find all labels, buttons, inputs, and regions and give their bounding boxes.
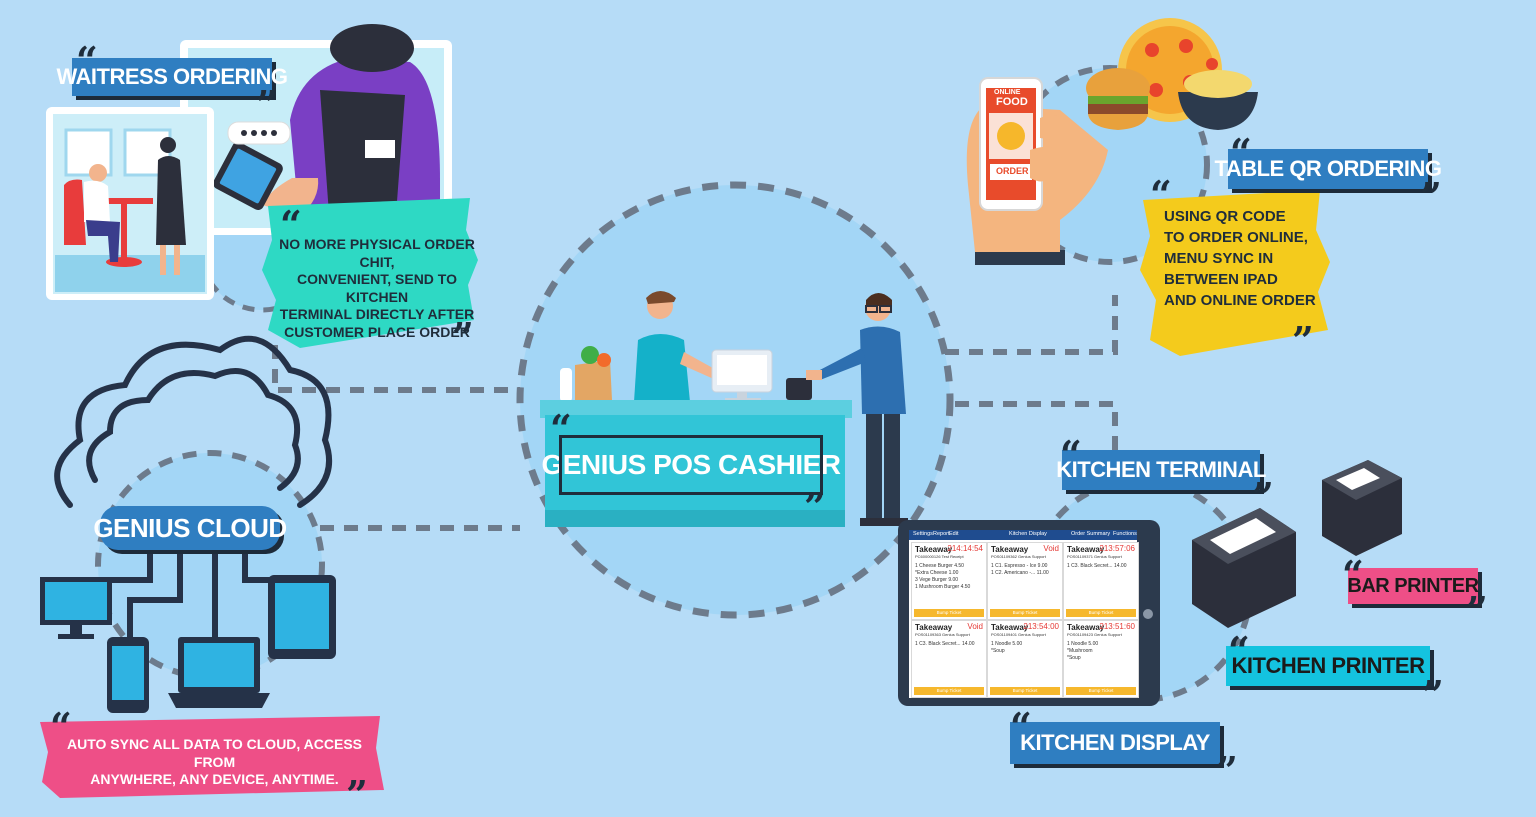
waitress-ordering-label: WAITRESS ORDERING <box>56 58 288 96</box>
order-line: *Extra Cheese 1.00 <box>915 570 959 576</box>
kd-title: Kitchen Display <box>1009 531 1047 537</box>
table-qr-ordering-label: TABLE QR ORDERING <box>1215 149 1442 189</box>
connector-kitchen <box>955 401 1118 450</box>
quote-mark: ” <box>1292 318 1314 363</box>
quote-mark: ” <box>804 484 826 529</box>
order-type: Takeaway <box>991 545 1029 554</box>
kitchen-display-label: KITCHEN DISPLAY <box>1010 722 1220 764</box>
table-qr-note-bg <box>1140 190 1330 356</box>
order-timer: Void <box>1043 544 1059 553</box>
order-reference: POS01109362 Genius Support <box>991 554 1046 559</box>
order-line: 1 Noodle 5.00 <box>991 641 1023 647</box>
quote-mark: ” <box>1422 672 1444 717</box>
order-reference: POS01109363 Genius Support <box>915 632 970 637</box>
order-reference: POS01109401 Genius Support <box>991 632 1046 637</box>
bump-ticket-button[interactable]: Bump Ticket <box>1066 687 1136 695</box>
connector-waitress <box>272 345 520 393</box>
connectors <box>272 295 1118 531</box>
bar-printer-icon <box>1322 460 1402 556</box>
quote-mark: ” <box>346 772 368 817</box>
order-line: 1 Cheese Burger 4.50 <box>915 563 964 569</box>
phone-food-order-illustration <box>966 18 1258 265</box>
quote-mark: “ <box>50 704 72 749</box>
phone-food-label: FOOD <box>996 96 1028 108</box>
bump-ticket-button[interactable]: Bump Ticket <box>990 609 1060 617</box>
order-timer: 213:51:60 <box>1099 622 1135 631</box>
phone-online-label: ONLINE <box>994 89 1021 96</box>
order-timer: 214:14:54 <box>947 544 983 553</box>
order-line: 3 Vege Burger 9.00 <box>915 577 959 583</box>
order-type: Takeaway <box>991 623 1029 632</box>
table-qr-note: USING QR CODE TO ORDER ONLINE, MENU SYNC… <box>1164 208 1316 309</box>
order-line: 1 C2. Americano -... 11.00 <box>991 570 1049 576</box>
quote-mark: “ <box>76 38 98 83</box>
order-type: Takeaway <box>915 545 953 554</box>
order-line: 1 Noodle 5.00 <box>1067 641 1099 647</box>
quote-mark: ” <box>256 82 278 127</box>
quote-mark: “ <box>280 202 302 247</box>
bump-ticket-button[interactable]: Bump Ticket <box>914 609 984 617</box>
kitchen-display-screen: Settings Report Edit Kitchen Display Ord… <box>909 530 1139 698</box>
quote-mark: “ <box>1230 130 1252 175</box>
order-timer: Void <box>967 622 983 631</box>
order-type: Takeaway <box>1067 623 1105 632</box>
order-line: 1 C3. Black Secret... 14.00 <box>915 641 975 647</box>
connector-table-qr <box>945 295 1118 355</box>
order-type: Takeaway <box>1067 545 1105 554</box>
cloud-note-bg <box>40 716 384 798</box>
kitchen-printer-icon <box>1192 508 1296 628</box>
quote-mark: ” <box>1252 474 1274 519</box>
quote-mark: “ <box>1060 432 1082 477</box>
kitchen-terminal-label: KITCHEN TERMINAL <box>1056 450 1266 490</box>
order-line: *Soup <box>991 648 1005 654</box>
order-line: 1 C1. Espresso - Ice 9.00 <box>991 563 1048 569</box>
waitress-note: NO MORE PHYSICAL ORDER CHIT, CONVENIENT,… <box>279 236 475 340</box>
waitress-note-bg <box>262 198 478 348</box>
quote-mark: “ <box>1150 172 1172 217</box>
cloud-note: AUTO SYNC ALL DATA TO CLOUD, ACCESS FROM… <box>66 736 363 787</box>
kd-menu-order-summary[interactable]: Order Summary <box>1071 531 1111 537</box>
genius-cloud-label: GENIUS CLOUD <box>93 506 287 550</box>
bump-ticket-button[interactable]: Bump Ticket <box>990 687 1060 695</box>
quote-mark: ” <box>1216 748 1238 793</box>
quote-mark: “ <box>1010 704 1032 749</box>
order-timer: 213:54:00 <box>1023 622 1059 631</box>
quote-mark: ” <box>452 314 474 359</box>
kd-menu-edit[interactable]: Edit <box>949 531 959 537</box>
kd-menu-report[interactable]: Report <box>933 531 950 537</box>
bar-printer-label: BAR PRINTER <box>1347 568 1479 604</box>
waitress-tablet-illustration <box>46 24 452 300</box>
order-line: 1 C3. Black Secret... 14.00 <box>1067 563 1127 569</box>
quote-mark: “ <box>550 406 572 451</box>
order-reference: PC600000126 Test Receipt <box>915 554 964 559</box>
phone-order-button: ORDER <box>996 166 1029 176</box>
bump-ticket-button[interactable]: Bump Ticket <box>1066 609 1136 617</box>
quote-mark: “ <box>1342 552 1364 597</box>
order-reference: POS01109371 Genius Support <box>1067 554 1122 559</box>
kd-menu-settings[interactable]: Settings <box>913 531 933 537</box>
order-line: 1 Mushroom Burger 4.50 <box>915 584 971 590</box>
genius-pos-cashier-label: GENIUS POS CASHIER <box>541 432 841 498</box>
quote-mark: ” <box>1466 588 1488 633</box>
order-line: *Mushroom <box>1067 648 1093 654</box>
quote-mark: ” <box>1420 174 1442 219</box>
order-line: *Soup <box>1067 655 1081 661</box>
kitchen-printer-label: KITCHEN PRINTER <box>1226 646 1430 686</box>
order-timer: 213:57:06 <box>1099 544 1135 553</box>
quote-mark: “ <box>1228 628 1250 673</box>
kd-menu-functions[interactable]: Functions <box>1113 531 1137 537</box>
order-reference: POS01109423 Genius Support <box>1067 632 1122 637</box>
order-type: Takeaway <box>915 623 953 632</box>
bump-ticket-button[interactable]: Bump Ticket <box>914 687 984 695</box>
